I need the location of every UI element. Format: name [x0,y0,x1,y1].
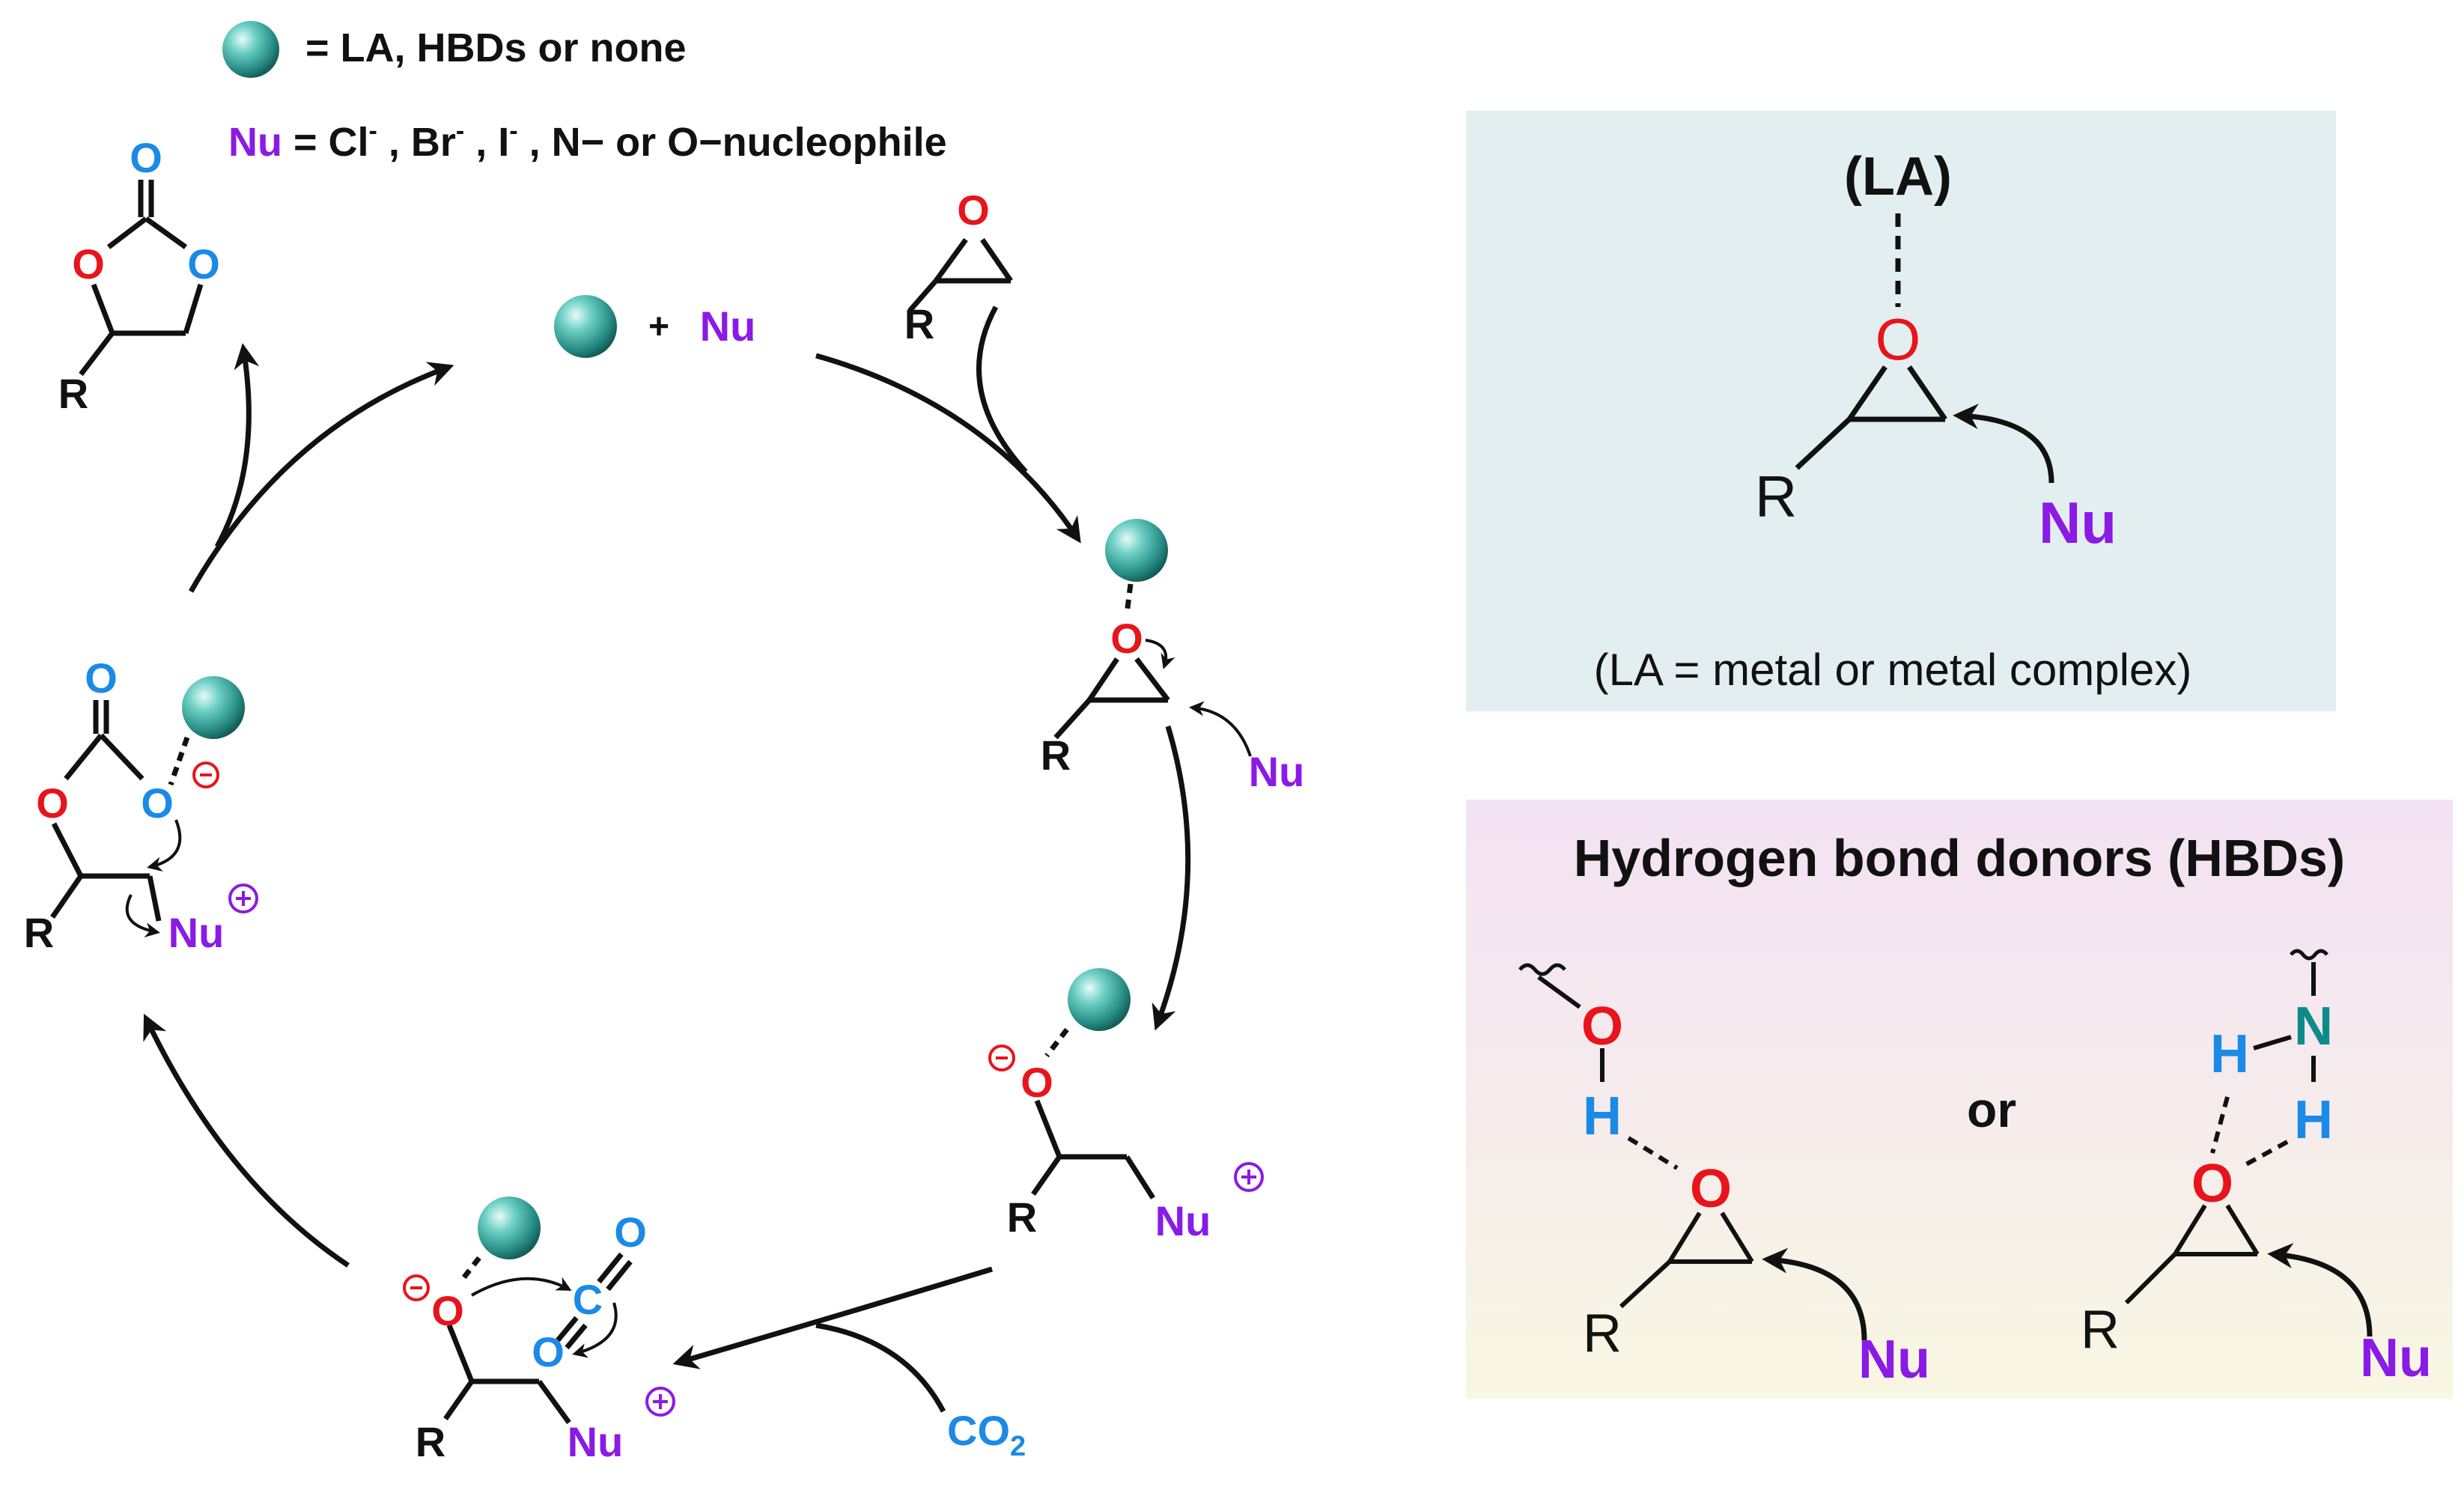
hbd-nh-n: N [2294,997,2333,1056]
carbonate-alkoxide-nu: Nu [168,909,225,956]
alkoxide-o: O [1020,1059,1053,1106]
hbd-oh-epoxide-o: O [1690,1159,1732,1219]
alkoxide-nu: Nu [1155,1197,1211,1244]
arrow-to-catalyst [188,362,454,593]
hbd-oh-donor [1518,963,1867,1341]
nucleophile-top: Nu [700,302,756,350]
la-epoxide [1795,213,2054,484]
coordinated-epoxide-r: R [1041,732,1071,779]
arrow-catalyst-to-coordination [815,353,1081,544]
la-epoxide-r: R [1755,463,1797,529]
carbonate-ring-o-left: O [72,240,105,288]
coordinated-epoxide [1053,583,1170,740]
cyclic-carbonate-product [79,180,204,377]
co2-attack-r: R [416,1418,445,1465]
alkoxide-nu-charge [1234,1162,1264,1192]
cycle-arrows [143,305,1191,1413]
carbonate-alkoxide-charge [192,761,219,788]
epoxide-o: O [957,186,990,234]
hbd-oh-o: O [1581,997,1623,1056]
bound-co2 [556,1252,633,1350]
electron-arrows-step4 [125,819,182,937]
legend-nu-definition: Nu = Cl- , Br- , I- , N− or O−nucleophil… [228,117,947,165]
carbonate-alkoxide-intermediate [50,700,190,922]
arrow-epoxide-enters [976,305,1028,474]
la-panel [1466,111,2336,711]
arrow-co2-insertion [672,1266,994,1369]
carbonate-alkoxide-o-left: O [36,779,69,827]
arrow-ring-opening [1152,725,1191,1031]
la-epoxide-o: O [1876,306,1921,372]
legend: = LA, HBDs or none Nu = Cl- , Br- , I- ,… [222,21,947,165]
bound-co2-c: C [573,1276,603,1323]
hbd-nh-h-right: H [2294,1090,2333,1150]
catalyst-sphere-step3 [478,1196,541,1259]
hbd-or: or [1967,1082,2016,1137]
carbonate-alkoxide-o-right: O [141,779,174,827]
carbonate-alkoxide-nu-charge [228,884,258,913]
co2-reagent: CO2 [947,1407,1026,1462]
epoxide-r-group: R [904,300,934,347]
epoxide-reactant [907,237,1013,313]
hbd-nh-donor [2124,949,2373,1337]
legend-sphere-definition: = LA, HBDs or none [305,25,687,70]
catalyst-sphere-step4 [182,676,245,739]
bound-co2-o-top: O [614,1208,647,1256]
arrow-to-product [214,343,260,548]
hbd-nh-epoxide-o: O [2191,1154,2233,1214]
co2-attack-o: O [431,1287,464,1334]
hbd-oh-nucleophile: Nu [1858,1330,1930,1390]
hbd-nh-r: R [2081,1300,2120,1360]
co2-attack-charge [403,1274,430,1301]
catalyst-sphere-top [554,295,617,358]
alkoxide-r: R [1007,1193,1037,1241]
co2-attack-nu: Nu [568,1418,624,1465]
la-label: (LA) [1844,147,1952,207]
bound-co2-o-bottom: O [532,1328,565,1375]
arrow-ring-closure [143,1013,350,1268]
electron-arrows-step1 [1145,639,1252,757]
la-caption: (LA = metal or metal complex) [1594,645,2192,695]
plus-sign: + [648,307,669,347]
co2-attack-nu-charge [645,1387,675,1417]
arrow-co2-enters [815,1322,946,1413]
legend-sphere [222,21,279,78]
hbd-oh-h: H [1583,1086,1622,1146]
carbonate-alkoxide-r: R [24,909,54,956]
la-nucleophile: Nu [2039,490,2117,556]
carbonate-alkoxide-o-top: O [85,654,118,702]
catalyst-sphere-step2 [1068,968,1131,1031]
alkoxide-intermediate [1031,1027,1155,1199]
coordinated-epoxide-o: O [1110,615,1143,662]
hbd-title: Hydrogen bond donors (HBDs) [1574,829,2345,887]
hbd-nh-nucleophile: Nu [2360,1328,2432,1388]
carbonate-carbonyl-o: O [130,134,162,181]
carbonate-r-group: R [58,370,88,417]
catalyst-sphere-step1 [1105,519,1168,582]
carbonate-ring-o-right: O [187,240,220,288]
attacking-nucleophile: Nu [1249,748,1305,795]
alkoxide-charge [988,1044,1015,1071]
co2-attack-intermediate [443,1256,571,1425]
electron-arrows-step3 [471,1277,618,1358]
hbd-oh-r: R [1583,1304,1622,1363]
hbd-nh-h-left: H [2210,1024,2249,1084]
